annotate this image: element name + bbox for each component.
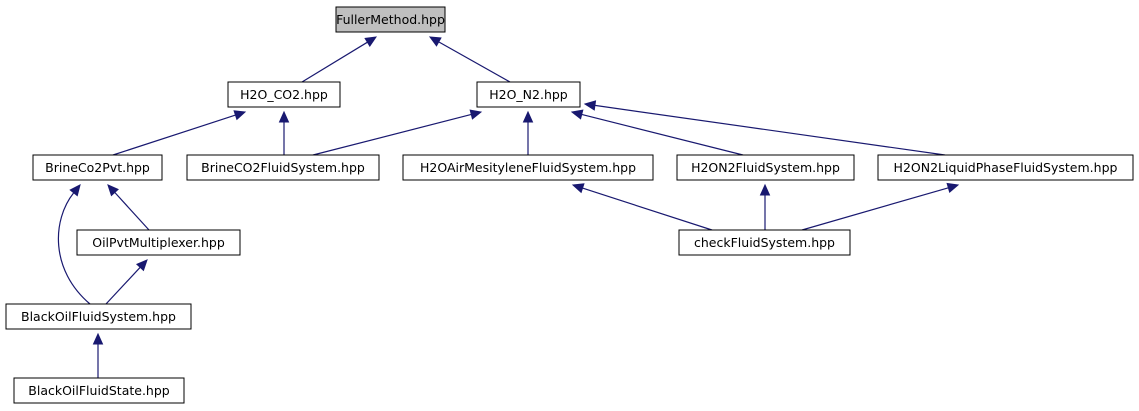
arrowhead	[946, 182, 960, 193]
arrowhead	[107, 184, 119, 197]
node-blackoilfs[interactable]: BlackOilFluidSystem.hpp	[5, 303, 192, 330]
edge-line	[301, 41, 368, 83]
edge-brineco2fs-to-h2o_co2	[278, 110, 290, 155]
edge-brineco2fs-to-h2o_n2	[312, 109, 483, 156]
arrowhead	[364, 36, 378, 47]
edge-line	[114, 191, 150, 231]
arrowhead	[428, 36, 442, 47]
arrowhead	[233, 110, 247, 121]
node-label: H2ON2FluidSystem.hpp	[691, 160, 840, 175]
node-box	[402, 154, 654, 181]
node-box	[877, 154, 1134, 181]
edge-line	[105, 266, 141, 305]
edge-oilpvtmux-to-brineco2pvt	[107, 184, 150, 231]
edge-checkfs-to-h2oairmes	[571, 183, 713, 231]
arrowhead	[278, 110, 290, 123]
arrowhead	[583, 100, 597, 111]
edge-line	[112, 114, 236, 156]
edge-checkfs-to-h2on2liq	[801, 182, 960, 231]
edge-h2o_co2-to-fuller	[301, 36, 378, 83]
node-h2oairmes[interactable]: H2OAirMesityleneFluidSystem.hpp	[402, 154, 654, 181]
edge-line	[582, 187, 713, 231]
node-box	[13, 377, 185, 404]
arrowhead	[92, 332, 104, 345]
edge-h2on2liq-to-h2o_n2	[583, 100, 946, 156]
node-checkfs[interactable]: checkFluidSystem.hpp	[678, 229, 851, 256]
edge-blackoilstate-to-blackoilfs	[92, 332, 104, 378]
edge-line	[801, 187, 949, 231]
node-h2o_n2[interactable]: H2O_N2.hpp	[476, 81, 581, 108]
edge-line	[581, 113, 744, 156]
node-label: H2O_CO2.hpp	[240, 87, 328, 102]
node-brineco2fs[interactable]: BrineCO2FluidSystem.hpp	[186, 154, 380, 181]
node-label: BrineCO2FluidSystem.hpp	[201, 160, 365, 175]
node-box	[5, 303, 192, 330]
edge-line	[57, 192, 91, 305]
node-box	[676, 154, 855, 181]
node-label: H2ON2LiquidPhaseFluidSystem.hpp	[894, 160, 1118, 175]
arrowhead	[469, 109, 483, 120]
node-brineco2pvt[interactable]: BrineCo2Pvt.hpp	[32, 154, 163, 181]
node-label: BlackOilFluidState.hpp	[28, 383, 170, 398]
edge-h2on2fs-to-h2o_n2	[570, 109, 744, 156]
node-label: H2O_N2.hpp	[489, 87, 568, 102]
node-box	[32, 154, 163, 181]
node-box	[76, 229, 241, 256]
node-fuller[interactable]: FullerMethod.hpp	[335, 6, 446, 33]
edge-line	[438, 41, 511, 83]
node-box	[335, 6, 446, 33]
edge-line	[594, 104, 946, 156]
node-box	[476, 81, 581, 108]
node-label: OilPvtMultiplexer.hpp	[92, 235, 225, 250]
node-h2on2fs[interactable]: H2ON2FluidSystem.hpp	[676, 154, 855, 181]
node-blackoilstate[interactable]: BlackOilFluidState.hpp	[13, 377, 185, 404]
node-oilpvtmux[interactable]: OilPvtMultiplexer.hpp	[76, 229, 241, 256]
arrowhead	[69, 184, 81, 197]
arrowhead	[135, 259, 148, 272]
arrowhead	[522, 110, 534, 123]
node-label: BrineCo2Pvt.hpp	[45, 160, 150, 175]
node-box	[186, 154, 380, 181]
node-label: H2OAirMesityleneFluidSystem.hpp	[420, 160, 636, 175]
edge-blackoilfs-to-brineco2pvt	[57, 184, 91, 305]
edge-line	[312, 113, 472, 156]
arrowhead	[759, 183, 771, 196]
edge-h2o_n2-to-fuller	[428, 36, 511, 83]
node-box	[227, 81, 341, 108]
edge-checkfs-to-h2on2fs	[759, 183, 771, 230]
edges-layer	[57, 36, 960, 378]
node-label: BlackOilFluidSystem.hpp	[21, 309, 176, 324]
node-box	[678, 229, 851, 256]
node-h2on2liq[interactable]: H2ON2LiquidPhaseFluidSystem.hpp	[877, 154, 1134, 181]
node-h2o_co2[interactable]: H2O_CO2.hpp	[227, 81, 341, 108]
node-label: checkFluidSystem.hpp	[694, 235, 835, 250]
node-label: FullerMethod.hpp	[336, 12, 445, 27]
arrowhead	[571, 183, 585, 194]
edge-brineco2pvt-to-h2o_co2	[112, 110, 247, 156]
arrowhead	[570, 109, 584, 120]
edge-h2oairmes-to-h2o_n2	[522, 110, 534, 155]
edge-blackoilfs-to-oilpvtmux	[105, 259, 148, 305]
